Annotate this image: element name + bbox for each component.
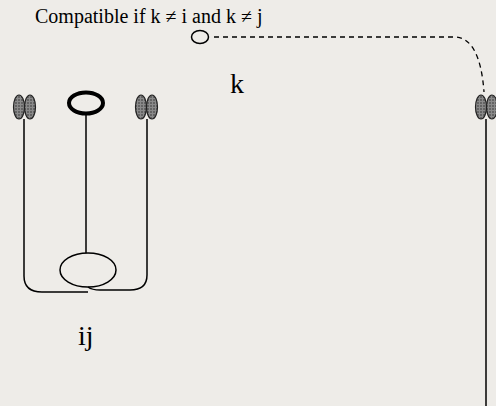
grey-pair-right [136,95,158,119]
bottom-oval [60,253,116,287]
part-label: k [230,70,244,98]
grey-pair-left [14,95,36,119]
part-label: ij [78,322,94,350]
open-circle [192,31,209,44]
dashed-line [214,37,484,92]
heading: Compatible if k ≠ i and k ≠ j [35,6,262,26]
stem-line [85,114,87,253]
right-strand [88,119,147,290]
grey-pair-edge [476,95,496,119]
edge-strand [485,119,487,406]
left-strand [24,119,88,292]
bold-ring [69,93,103,114]
